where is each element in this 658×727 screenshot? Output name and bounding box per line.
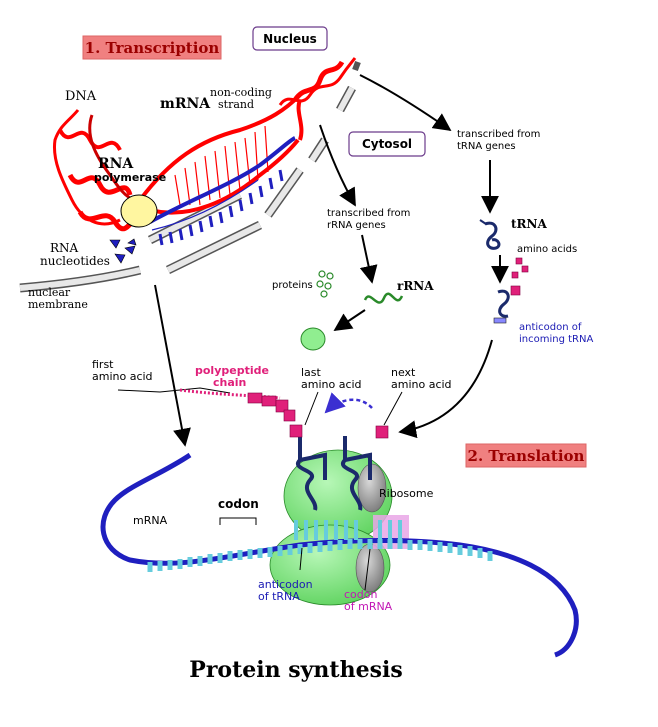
ribosome-subunit-icon	[300, 327, 326, 351]
caption: Protein synthesis	[189, 657, 402, 683]
last-amino-label-1: last	[301, 366, 322, 379]
transcription-title: 1. Transcription	[85, 39, 220, 57]
translation-title-box: 2. Translation	[465, 443, 587, 468]
amino-acids-label: amino acids	[517, 244, 577, 255]
trna-molecule-icon	[479, 219, 501, 250]
rna-nucleotides-label-2: nucleotides	[40, 254, 110, 268]
mrna-top-label: mRNA	[160, 96, 211, 112]
anticodon-trna-label-2: of tRNA	[258, 590, 300, 603]
dna-helix	[52, 57, 357, 232]
amino-acid-pointers	[304, 391, 403, 426]
rrna-strand-icon	[363, 292, 404, 304]
anticodon-incoming-label-2: incoming tRNA	[519, 334, 593, 345]
rna-nucleotides-label-1: RNA	[50, 241, 79, 255]
codon-mrna-label-2: of mRNA	[344, 600, 393, 613]
rrna-genes-label-2: rRNA genes	[327, 220, 386, 231]
polymerase-label: polymerase	[94, 171, 166, 184]
charged-trna-icon	[493, 285, 521, 324]
last-amino-label-2: amino acid	[301, 378, 362, 391]
non-coding-label-1: non-coding	[210, 86, 272, 99]
trna-genes-label-1: transcribed from	[457, 129, 540, 140]
non-coding-label-2: strand	[218, 98, 254, 111]
trna-label: tRNA	[511, 217, 547, 231]
next-amino-label-2: amino acid	[391, 378, 452, 391]
first-amino-label-1: first	[92, 358, 114, 371]
polypeptide-label-2: chain	[213, 376, 246, 389]
codon-bracket	[219, 517, 257, 525]
rrna-genes-label-1: transcribed from	[327, 208, 410, 219]
nucleus-label: Nucleus	[263, 32, 317, 46]
rna-nucleotides-icon	[109, 238, 137, 264]
nucleus-box: Nucleus	[252, 26, 328, 51]
trna-pair	[295, 436, 372, 511]
trna-genes-label-2: tRNA genes	[457, 141, 516, 152]
rna-polymerase-shape	[120, 194, 158, 228]
cytosol-label: Cytosol	[362, 137, 412, 151]
codon-label: codon	[218, 497, 259, 511]
peptide-transfer-arrow	[324, 392, 373, 414]
process-arrows	[154, 74, 509, 447]
codon-mrna-label-1: codon	[344, 588, 377, 601]
anticodon-pointers	[299, 547, 371, 591]
mrna-transcript	[149, 136, 296, 246]
proteins-label: proteins	[272, 280, 313, 291]
translation-title: 2. Translation	[468, 447, 585, 465]
dna-label: DNA	[65, 89, 97, 104]
nuclear-membrane-label-2: membrane	[28, 298, 88, 311]
nuclear-membrane-label-1: nuclear	[28, 286, 71, 299]
rrna-label: rRNA	[397, 279, 434, 293]
ribosome-label: Ribosome	[379, 487, 434, 500]
proteins-icon	[316, 270, 334, 298]
transcription-title-box: 1. Transcription	[82, 35, 222, 60]
mrna-strand-bottom	[100, 452, 579, 658]
amino-acids-icon	[511, 257, 529, 279]
anticodon-trna-label-1: anticodon	[258, 578, 313, 591]
polypeptide-label-1: polypeptide	[195, 364, 269, 377]
mrna-bottom-label: mRNA	[133, 514, 168, 527]
anticodon-incoming-label-1: anticodon of	[519, 322, 582, 333]
next-amino-label-1: next	[391, 366, 416, 379]
amino-acid-boxes	[289, 424, 389, 439]
rna-label: RNA	[98, 156, 134, 172]
cytosol-box: Cytosol	[348, 131, 426, 157]
polypeptide-chain	[179, 388, 296, 422]
first-amino-label-2: amino acid	[92, 370, 153, 383]
nuclear-membrane	[19, 60, 361, 293]
